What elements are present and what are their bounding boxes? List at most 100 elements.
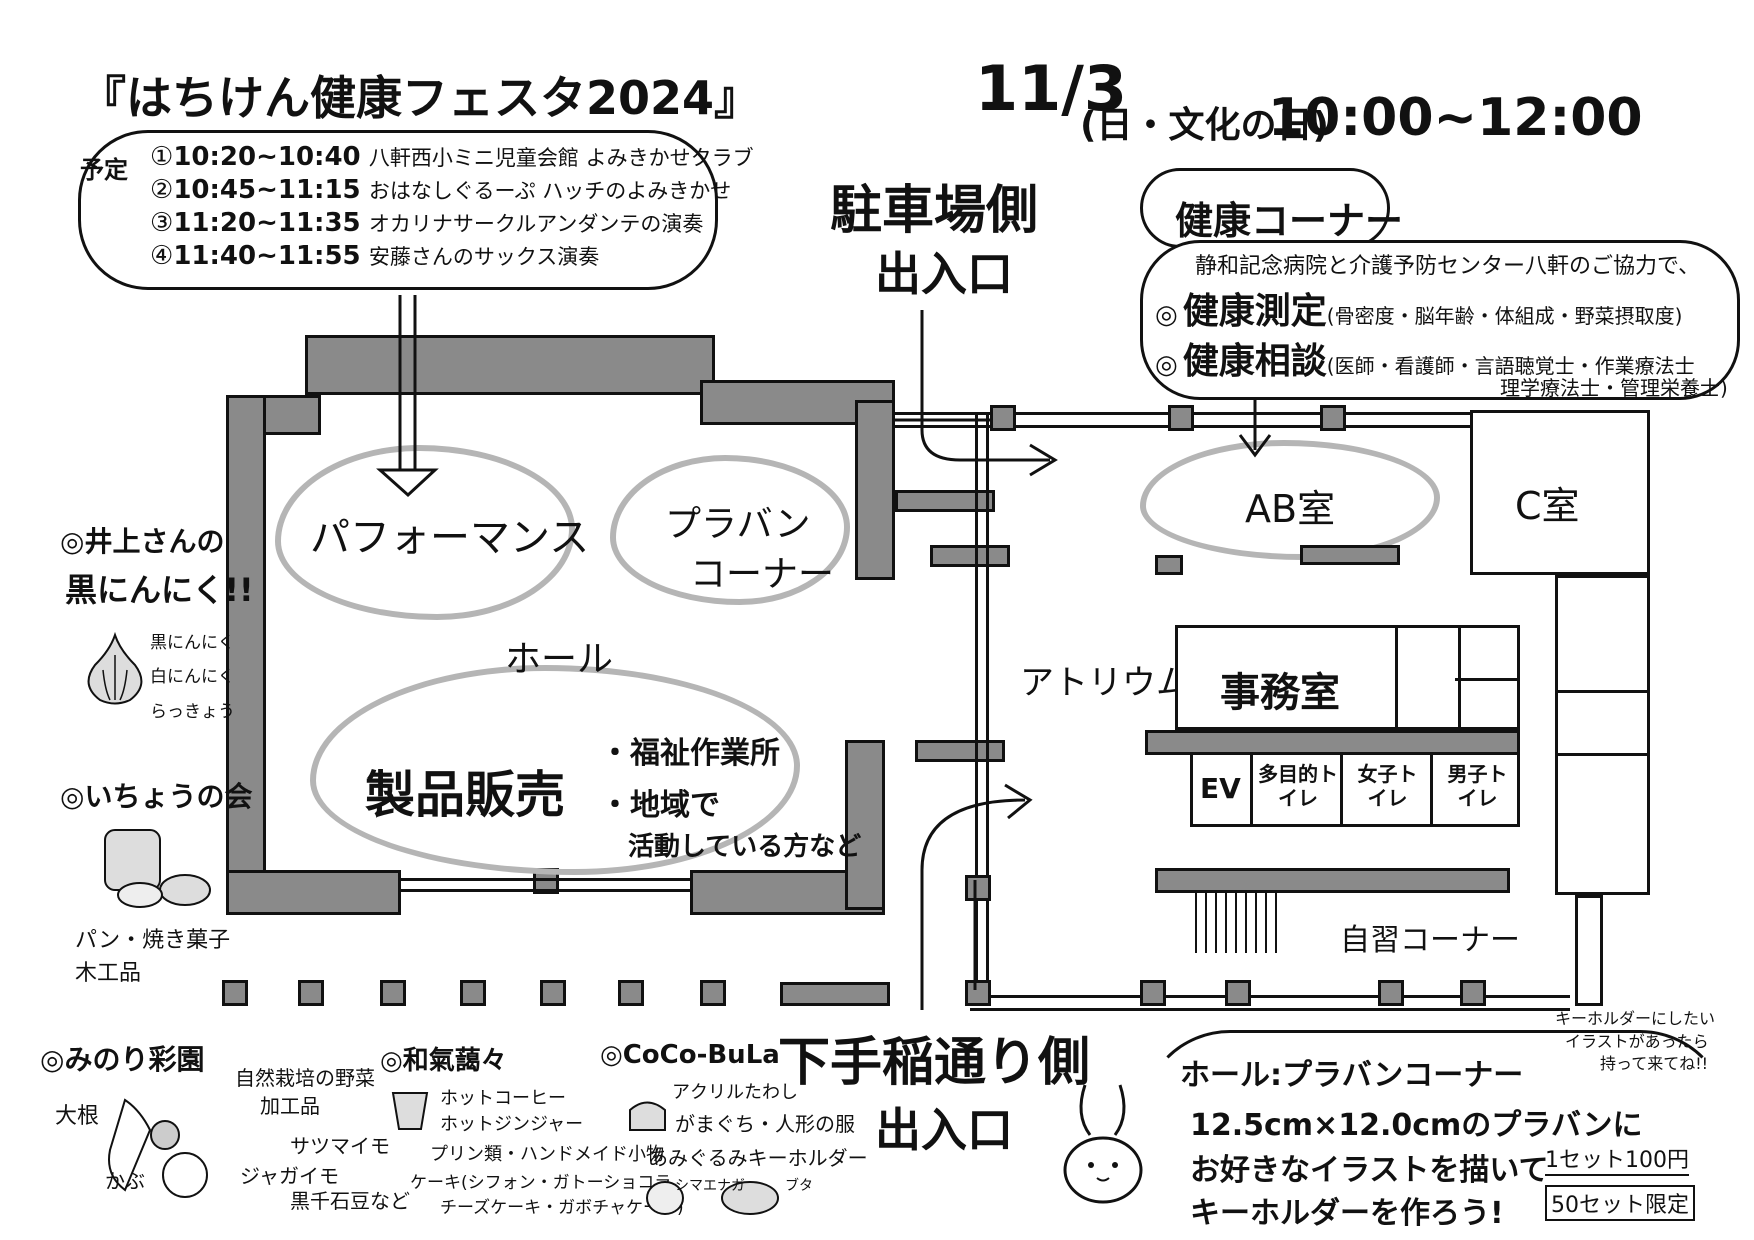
toilet-row xyxy=(1190,752,1520,827)
toilet-men-label: 男子トイレ xyxy=(1447,762,1508,810)
bullet-icon: ◎ xyxy=(60,780,85,813)
schedule-label: 予定 xyxy=(80,156,128,184)
puraban-label-2: コーナー xyxy=(690,554,835,595)
toilet-div-1 xyxy=(1250,752,1253,827)
hall-bottom-line xyxy=(400,878,690,892)
ichou-items-2: 木工品 xyxy=(75,961,142,986)
pillar xyxy=(1140,980,1166,1006)
health-item2-detail: (医師・看護師・言語聴覚士・作業療法士 xyxy=(1326,354,1695,378)
pillar xyxy=(965,875,991,901)
cocobula-name: CoCo-BuLa xyxy=(622,1040,780,1070)
schedule-desc: 八軒西小ミニ児童会館 よみきかせクラブ xyxy=(368,146,754,170)
health-intro: 静和記念病院と介護予防センター八軒のご協力で、 xyxy=(1195,254,1701,279)
purse-icon xyxy=(629,1101,666,1131)
cocobula-item: アクリルたわし xyxy=(672,1082,798,1103)
ab-cloud xyxy=(1140,440,1440,560)
puraban-info-header: ホール:プラバンコーナー xyxy=(1180,1058,1524,1093)
health-info-bubble xyxy=(1140,240,1740,400)
bullet-icon: ◎ xyxy=(60,525,85,558)
puraban-label-1: プラバン xyxy=(665,504,811,545)
schedule-bubble xyxy=(78,130,718,290)
right-bottom-block xyxy=(1575,895,1603,1006)
atrium-label: アトリウム xyxy=(1020,663,1190,703)
bullet-icon: ◎ xyxy=(600,1040,623,1070)
hall-door-lower xyxy=(915,740,1005,762)
schedule-item: ③11:20~11:35 オカリナサークルアンダンテの演奏 xyxy=(150,208,703,238)
outdoor-pillar xyxy=(700,980,726,1006)
hall-wall-left xyxy=(226,395,266,915)
atrium-wall-bottom xyxy=(970,995,1570,1011)
health-item2: ◎ 健康相談(医師・看護師・言語聴覚士・作業療法士 xyxy=(1155,332,1695,384)
amigurumi-label: シマエナガ xyxy=(675,1178,745,1194)
garlic-icon xyxy=(87,631,143,705)
study-label: 自習コーナー xyxy=(1340,923,1520,958)
inoue-item: 白にんにく xyxy=(150,667,235,687)
wakiaiai-item: ケーキ(シフォン・ガトーショコラ xyxy=(410,1173,672,1193)
event-day: 11/3 xyxy=(975,52,1128,125)
office-label: 事務室 xyxy=(1220,670,1340,716)
street-entrance-label-2: 出入口 xyxy=(875,1103,1013,1157)
health-corner-title: 健康コーナー xyxy=(1175,199,1404,243)
pillar xyxy=(990,405,1016,431)
minori-vendor-name: ◎みのり彩園 xyxy=(40,1038,204,1078)
street-entrance-label-1: 下手稲通り側 xyxy=(778,1033,1091,1093)
event-weekday: (日・文化の日) xyxy=(1080,105,1329,146)
toilet-div-2 xyxy=(1340,752,1343,827)
ichou-items-1: パン・焼き菓子 xyxy=(75,928,231,953)
puraban-limit: 50セット限定 xyxy=(1545,1185,1695,1221)
cocobula-item: がまぐち・人形の服 xyxy=(675,1112,855,1136)
sales-note-2: ・地域で xyxy=(600,788,720,823)
schedule-item: ④11:40~11:55 安藤さんのサックス演奏 xyxy=(150,241,599,271)
wakiaiai-name: 和氣藹々 xyxy=(402,1046,507,1076)
health-item1-detail: (骨密度・脳年齢・体組成・野菜摂取度) xyxy=(1326,304,1683,328)
schedule-desc: 安藤さんのサックス演奏 xyxy=(368,245,600,269)
minori-item: 黒千石豆など xyxy=(290,1189,410,1213)
puraban-price: 1セット100円 xyxy=(1545,1142,1689,1176)
parking-arrow xyxy=(920,310,1058,477)
cocobula-vendor-name: ◎CoCo-BuLa xyxy=(600,1040,780,1070)
schedule-num: ① xyxy=(150,142,174,172)
toilet-multi-label: 多目的トイレ xyxy=(1258,762,1338,810)
parking-entrance-label-2: 出入口 xyxy=(875,247,1013,301)
event-time: 10:00~12:00 xyxy=(1268,88,1643,148)
outdoor-pillar xyxy=(618,980,644,1006)
bullet-icon: ◎ xyxy=(380,1046,403,1076)
hall-door-top2 xyxy=(930,545,1010,567)
hall-wall-right-lower xyxy=(845,740,885,910)
c-room xyxy=(1470,410,1650,575)
schedule-num: ② xyxy=(150,175,174,205)
wakiaiai-vendor-name: ◎和氣藹々 xyxy=(380,1040,507,1077)
ev-label: EV xyxy=(1200,772,1241,805)
inoue-name: 井上さんの xyxy=(84,525,225,558)
bullet-icon: ◎ xyxy=(1155,300,1178,330)
schedule-desc: おはなしぐるーぷ ハッチのよみきかせ xyxy=(368,179,732,203)
hall-door-top xyxy=(895,490,995,512)
toilet-div-3 xyxy=(1430,752,1433,827)
pillar xyxy=(1320,405,1346,431)
outdoor-pillar xyxy=(222,980,248,1006)
ab-room-wall xyxy=(1300,545,1400,565)
health-item1-title: 健康測定 xyxy=(1182,291,1327,332)
page-title: 『はちけん健康フェスタ2024』 xyxy=(80,71,761,125)
minori-item: かぶ xyxy=(105,1169,145,1193)
bring-note-3: 持って来てね!! xyxy=(1600,1054,1709,1073)
health-item2-detail-2: 理学療法士・管理栄養士) xyxy=(1500,376,1728,400)
hall-wall-right-upper xyxy=(855,400,895,580)
ab-room-label: AB室 xyxy=(1245,487,1336,531)
office-div-h xyxy=(1455,678,1517,681)
sales-note-1: ・福祉作業所 xyxy=(600,736,780,771)
ichou-name: いちょうの会 xyxy=(84,780,253,813)
minori-item: ジャガイモ xyxy=(240,1164,339,1188)
outdoor-pillar xyxy=(298,980,324,1006)
wakiaiai-item: ホットコーヒー xyxy=(440,1088,566,1109)
hall-label: ホール xyxy=(505,639,614,680)
inoue-item: らっきょう xyxy=(150,702,235,722)
minori-name: みのり彩園 xyxy=(64,1043,205,1076)
minori-item: 自然栽培の野菜 xyxy=(235,1066,375,1090)
health-item2-title: 健康相談 xyxy=(1182,341,1327,382)
study-wall xyxy=(1155,868,1510,893)
pillar xyxy=(1378,980,1404,1006)
bring-note-1: キーホルダーにしたい xyxy=(1555,1009,1716,1028)
wakiaiai-item: プリン類・ハンドメイド小物 xyxy=(430,1144,664,1165)
stairs xyxy=(1195,893,1285,953)
